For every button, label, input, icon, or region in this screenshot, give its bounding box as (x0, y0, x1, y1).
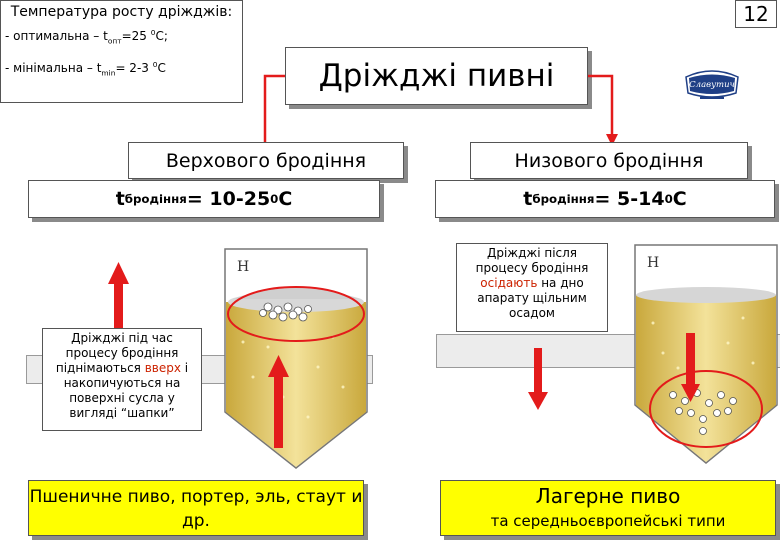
bottom-fermentation-tank: H (634, 244, 778, 464)
top-fermentation-note: Дріжджі під час процесу бродіння підніма… (42, 328, 202, 431)
lager-subtitle: та середньоєвропейські типи (490, 512, 726, 530)
logo-text: Славутич (689, 80, 735, 90)
minimal-temperature: - мінімальна – tmin= 2-3 0С (5, 60, 166, 78)
lager-title: Лагерне пиво (535, 484, 681, 508)
top-fermentation-heading: Верхового бродіння (128, 142, 404, 179)
tank-label: H (647, 255, 659, 271)
slavutych-logo: Славутич (685, 70, 739, 99)
top-fermentation-tank: H (224, 248, 368, 469)
tank-label: H (237, 259, 249, 275)
optimal-temperature: - оптимальна – tопт=25 0С; (5, 28, 168, 46)
temperature-info-box: Температура росту дріжджів: - оптимальна… (0, 0, 243, 103)
top-fermentation-beer-types: Пшеничне пиво, портер, эль, стаут и др. (28, 480, 364, 536)
main-title: Дріжджі пивні (285, 47, 588, 105)
bottom-fermentation-beer-types: Лагерне пиво та середньоєвропейські типи (440, 480, 776, 536)
bottom-fermentation-heading: Низового бродіння (470, 142, 748, 179)
slide-number: 12 (735, 0, 777, 28)
bottom-fermentation-note: Дріжджі після процесу бродіння осідають … (456, 243, 608, 332)
temperature-title: Температура росту дріжджів: (10, 4, 233, 20)
